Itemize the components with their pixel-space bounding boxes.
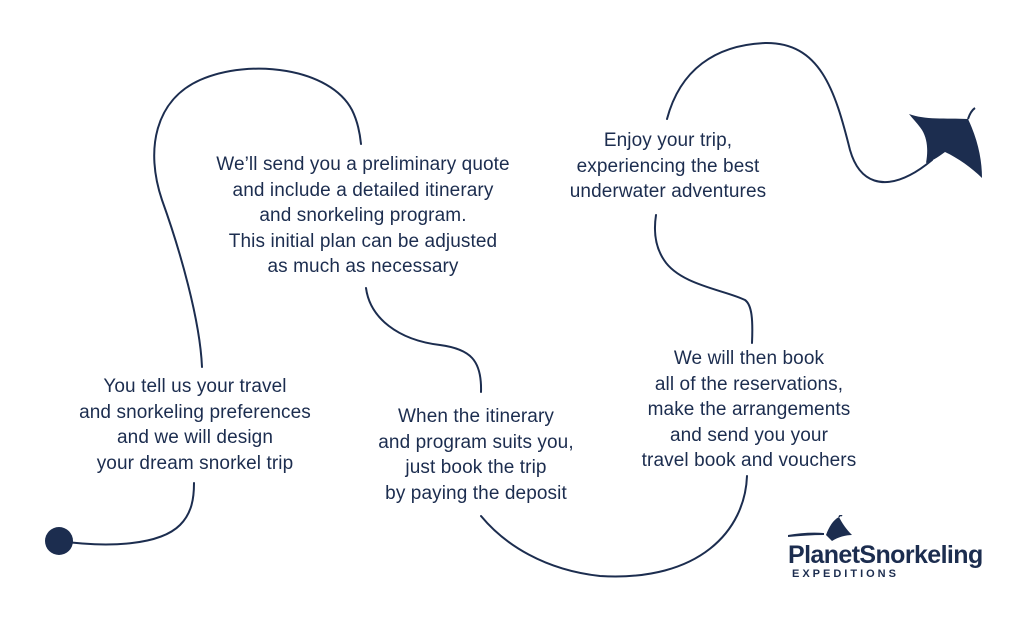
step-1-line-3: and we will design [117, 427, 273, 448]
step-5-text: Enjoy your trip, experiencing the best u… [536, 128, 800, 205]
step-5-line-2: experiencing the best [576, 155, 760, 177]
path-segment-middle [365, 287, 483, 393]
step-3-line-1: When the itinerary [398, 406, 554, 427]
step-1-line-2: and snorkeling preferences [79, 401, 311, 423]
path-segment-loop [153, 67, 362, 368]
path-segment-start [58, 482, 195, 546]
step-2-line-4: This initial plan can be adjusted [228, 230, 498, 252]
logo-wordmark: PlanetSnorkeling [788, 541, 983, 569]
step-1-text: You tell us your travel and snorkeling p… [40, 374, 350, 476]
step-5-line-1: Enjoy your trip, [603, 130, 733, 151]
path-segment-end [666, 41, 933, 183]
step-2-line-5: as much as necessary [267, 256, 459, 277]
step-4-line-4: and send you your [669, 424, 829, 446]
step-3-line-2: and program suits you, [378, 431, 574, 453]
step-2-line-3: and snorkeling program. [259, 205, 467, 226]
step-4-line-3: make the arrangements [647, 399, 851, 420]
planet-snorkeling-logo: PlanetSnorkeling EXPEDITIONS [784, 515, 999, 585]
step-2-text: We’ll send you a preliminary quote and i… [190, 152, 536, 280]
step-1-line-4: your dream snorkel trip [96, 452, 294, 474]
step-4-line-1: We will then book [673, 348, 825, 369]
step-5-line-3: underwater adventures [569, 181, 767, 202]
step-4-line-2: all of the reservations, [654, 373, 844, 395]
start-dot-icon [45, 527, 73, 555]
step-3-line-4: by paying the deposit [385, 482, 567, 504]
step-2-line-2: and include a detailed itinerary [232, 179, 494, 201]
manta-ray-icon [909, 107, 982, 178]
step-1-line-1: You tell us your travel [103, 376, 287, 397]
step-2-line-1: We’ll send you a preliminary quote [216, 154, 510, 175]
step-4-text: We will then book all of the reservation… [606, 346, 892, 474]
path-segment-rise [654, 214, 754, 344]
manta-ray-icon [788, 515, 852, 541]
step-3-text: When the itinerary and program suits you… [345, 404, 607, 506]
step-4-line-5: travel book and vouchers [641, 450, 857, 471]
step-3-line-3: just book the trip [405, 457, 547, 478]
logo-tagline: EXPEDITIONS [792, 568, 899, 580]
path-segment-bottom [480, 475, 748, 578]
